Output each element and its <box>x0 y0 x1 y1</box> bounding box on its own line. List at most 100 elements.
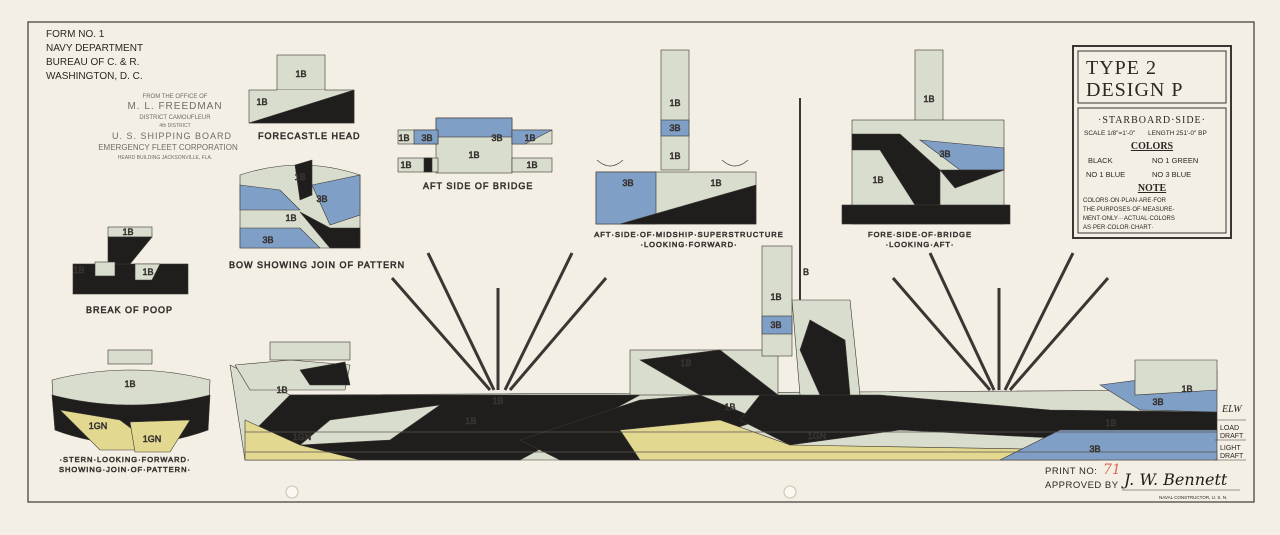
color-code-label: 3B <box>939 149 950 159</box>
color-code-label: 1B <box>872 175 883 185</box>
location: WASHINGTON, D. C. <box>46 71 143 82</box>
color-code-label: 1B <box>400 160 411 170</box>
department: NAVY DEPARTMENT <box>46 43 143 54</box>
print-number-label: PRINT NO: <box>1045 466 1097 477</box>
stern-sublabel: SHOWING·JOIN·OF·PATTERN· <box>59 465 191 474</box>
stamp-line: HEARD BUILDING JACKSONVILLE, FLA. <box>118 155 212 161</box>
scale-label: SCALE 1/8"=1'-0" <box>1084 130 1136 137</box>
color-blue1: NO 1 BLUE <box>1086 170 1125 179</box>
color-code-label: 3B <box>421 133 432 143</box>
color-code-label: 1B <box>285 213 296 223</box>
note-line: MENT·ONLY···ACTUAL·COLORS <box>1083 216 1175 222</box>
approved-by-label: APPROVED BY <box>1045 480 1119 491</box>
type-title: TYPE 2 <box>1086 57 1157 79</box>
note-line: COLORS·ON·PLAN·ARE·FOR <box>1083 198 1167 204</box>
color-code-label: 1B <box>122 227 133 237</box>
color-code-label: 1B <box>256 97 267 107</box>
forecastle-head-view: 1B 1B FORECASTLE HEAD <box>248 54 361 141</box>
color-code-label: 1B <box>669 98 680 108</box>
color-green: NO 1 GREEN <box>1152 156 1198 165</box>
color-code-label: 1B <box>468 150 479 160</box>
color-code-label: 1B <box>398 133 409 143</box>
color-code-label: 1B <box>1105 418 1116 428</box>
color-code-label: 1B <box>680 358 691 368</box>
color-code-label: 1B <box>710 178 721 188</box>
note-line: AS·PER·COLOR·CHART· <box>1083 225 1153 231</box>
color-code-label: 1B <box>526 160 537 170</box>
stern-label: ·STERN·LOOKING·FORWARD· <box>60 455 191 464</box>
color-code-label: 1GN <box>808 431 827 441</box>
signature: J. W. Bennett <box>1121 470 1228 489</box>
aft-midship-label: AFT·SIDE·OF·MIDSHIP·SUPERSTRUCTURE <box>594 230 783 239</box>
break-of-poop-view: 1B 1B 1B BREAK OF POOP <box>72 226 189 315</box>
form-number: FORM NO. 1 <box>46 29 105 40</box>
punch-hole <box>285 485 299 499</box>
color-code-label: 1B <box>524 133 535 143</box>
color-code-label: 1B <box>294 172 305 182</box>
color-code-label: 3B <box>1152 397 1163 407</box>
color-blue3: NO 3 BLUE <box>1152 170 1191 179</box>
fore-bridge-sublabel: ·LOOKING·AFT· <box>886 240 955 249</box>
color-code-label: 3B <box>622 178 633 188</box>
draft-labels: LOAD DRAFT LIGHT DRAFT ELW <box>1215 404 1246 461</box>
color-code-label: 1B <box>770 292 781 302</box>
naval-constructor-label: NAVAL CONSTRUCTOR, U. S. N. <box>1159 495 1227 500</box>
fore-bridge-view: 1B 3B 1B FORE·SIDE·OF·BRIDGE ·LOOKING·AF… <box>841 49 1011 249</box>
note-line: THE·PURPOSES·OF·MEASURE- <box>1083 207 1174 213</box>
stamp-line: 4th DISTRICT <box>159 123 190 129</box>
office-stamp: FROM THE OFFICE OF M. L. FREEDMAN DISTRI… <box>98 94 238 161</box>
stamp-line: EMERGENCY FLEET CORPORATION <box>98 143 238 152</box>
color-code-label: 1B <box>142 267 153 277</box>
color-code-label: 1B <box>923 94 934 104</box>
note-heading: NOTE <box>1138 183 1167 194</box>
color-code-label: 3B <box>316 194 327 204</box>
aft-midship-sublabel: ·LOOKING·FORWARD· <box>641 240 738 249</box>
color-code-label: 1B <box>124 379 135 389</box>
color-code-label: 1B <box>669 151 680 161</box>
form-header: FORM NO. 1 NAVY DEPARTMENT BUREAU OF C. … <box>46 29 143 82</box>
color-code-label: 1B <box>1181 384 1192 394</box>
color-code-label: 3B <box>491 133 502 143</box>
border <box>27 21 1255 503</box>
design-title: DESIGN P <box>1086 79 1183 101</box>
color-code-label: 3B <box>262 235 273 245</box>
bow-join-label: BOW SHOWING JOIN OF PATTERN <box>229 260 405 270</box>
color-code-label: 1B <box>492 396 503 406</box>
bow-view: 1B 3B 1B 3B BOW SHOWING JOIN OF PATTERN <box>229 159 405 270</box>
stamp-line: U. S. SHIPPING BOARD <box>112 131 232 141</box>
color-code-label: 1GN <box>89 421 108 431</box>
forecastle-head-label: FORECASTLE HEAD <box>258 131 361 141</box>
light-draft-label: DRAFT <box>1220 453 1244 460</box>
colors-heading: COLORS <box>1131 141 1174 152</box>
initials: ELW <box>1221 404 1243 415</box>
stamp-line: M. L. FREEDMAN <box>127 101 222 112</box>
approval-block: PRINT NO: 71 APPROVED BY J. W. Bennett N… <box>1045 462 1240 500</box>
stamp-line: DISTRICT CAMOUFLEUR <box>139 115 211 121</box>
stamp-line: FROM THE OFFICE OF <box>143 94 208 100</box>
color-code-label: 1B <box>724 402 735 412</box>
color-code-label: 1GN <box>293 432 312 442</box>
color-code-label: 3B <box>770 320 781 330</box>
color-code-label: 1B <box>276 385 287 395</box>
side-label: ·STARBOARD·SIDE· <box>1098 115 1206 126</box>
color-code-label: 1B <box>465 416 476 426</box>
fore-bridge-label: FORE·SIDE·OF·BRIDGE <box>868 230 972 239</box>
color-code-label: 1B <box>73 265 84 275</box>
color-code-label: B <box>803 267 809 277</box>
color-black: BLACK <box>1088 156 1113 165</box>
color-code-label: 3B <box>1089 444 1100 454</box>
color-code-label: 1GN <box>143 434 162 444</box>
title-box: TYPE 2 DESIGN P ·STARBOARD·SIDE· SCALE 1… <box>1072 45 1232 239</box>
aft-bridge-label: AFT SIDE OF BRIDGE <box>423 181 533 191</box>
stern-view: 1B 1GN 1GN ·STERN·LOOKING·FORWARD· SHOWI… <box>51 349 211 474</box>
punch-hole <box>783 485 797 499</box>
load-draft-label: LOAD <box>1220 425 1239 432</box>
load-draft-label: DRAFT <box>1220 433 1244 440</box>
cargo-booms <box>390 252 1110 391</box>
bureau: BUREAU OF C. & R. <box>46 57 139 68</box>
length-label: LENGTH 251'-0" BP <box>1148 130 1207 137</box>
print-number: 71 <box>1103 462 1121 478</box>
break-of-poop-label: BREAK OF POOP <box>86 305 173 315</box>
color-code-label: 3B <box>669 123 680 133</box>
